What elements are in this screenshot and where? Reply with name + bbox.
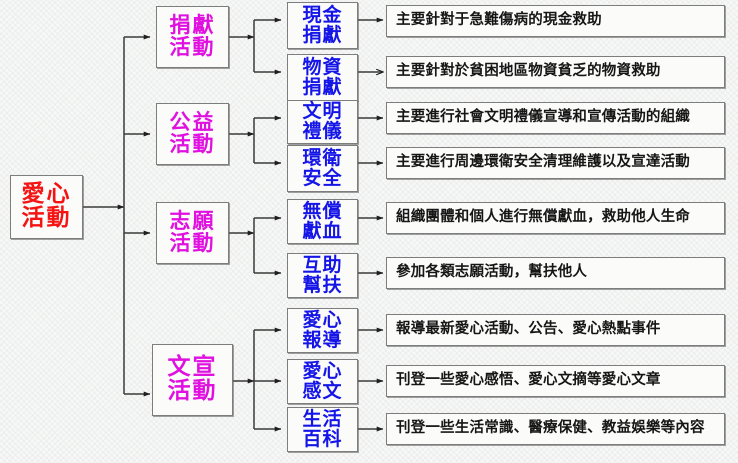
node-leaf-love-report[interactable]: 愛心 報導 [287, 308, 358, 353]
node-leaf-blood-donation[interactable]: 無償 獻血 [287, 199, 358, 244]
node-leaf-love-essay[interactable]: 愛心 感文 [287, 359, 358, 404]
desc-love-report: 報導最新愛心活動、公告、愛心熱點事件 [386, 314, 725, 346]
node-leaf-civil-etiquette[interactable]: 文明 禮儀 [287, 100, 358, 144]
node-root-love-activity[interactable]: 愛心 活動 [10, 175, 83, 239]
desc-love-essay: 刊登一些愛心感悟、愛心文摘等愛心文章 [386, 365, 725, 397]
node-leaf-life-encyclopedia[interactable]: 生活 百科 [287, 407, 358, 452]
desc-sanitation-safety: 主要進行周邊環衛安全清理維護以及宣達活動 [386, 147, 725, 179]
node-category-donation[interactable]: 捐獻 活動 [156, 6, 229, 68]
node-category-volunteer[interactable]: 志願 活動 [156, 202, 229, 264]
node-category-welfare[interactable]: 公益 活動 [156, 103, 229, 165]
desc-mutual-aid: 參加各類志願活動，幫扶他人 [386, 257, 725, 289]
node-leaf-mutual-aid[interactable]: 互助 幫扶 [287, 253, 358, 298]
desc-cash-donation: 主要針對于急難傷病的現金救助 [386, 5, 725, 37]
desc-blood-donation: 組織團體和個人進行無償獻血，救助他人生命 [386, 202, 725, 234]
node-leaf-cash-donation[interactable]: 現金 捐獻 [287, 2, 358, 49]
desc-goods-donation: 主要針對於貧困地區物資貧乏的物資救助 [386, 56, 725, 88]
node-category-publicity[interactable]: 文宣 活動 [152, 344, 233, 416]
node-leaf-sanitation-safety[interactable]: 環衛 安全 [287, 145, 358, 192]
desc-life-encyclopedia: 刊登一些生活常識、醫療保健、教益娛樂等內容 [386, 413, 725, 445]
desc-civil-etiquette: 主要進行社會文明禮儀宣導和宣傳活動的組織 [386, 102, 725, 134]
node-leaf-goods-donation[interactable]: 物資 捐獻 [287, 54, 358, 101]
